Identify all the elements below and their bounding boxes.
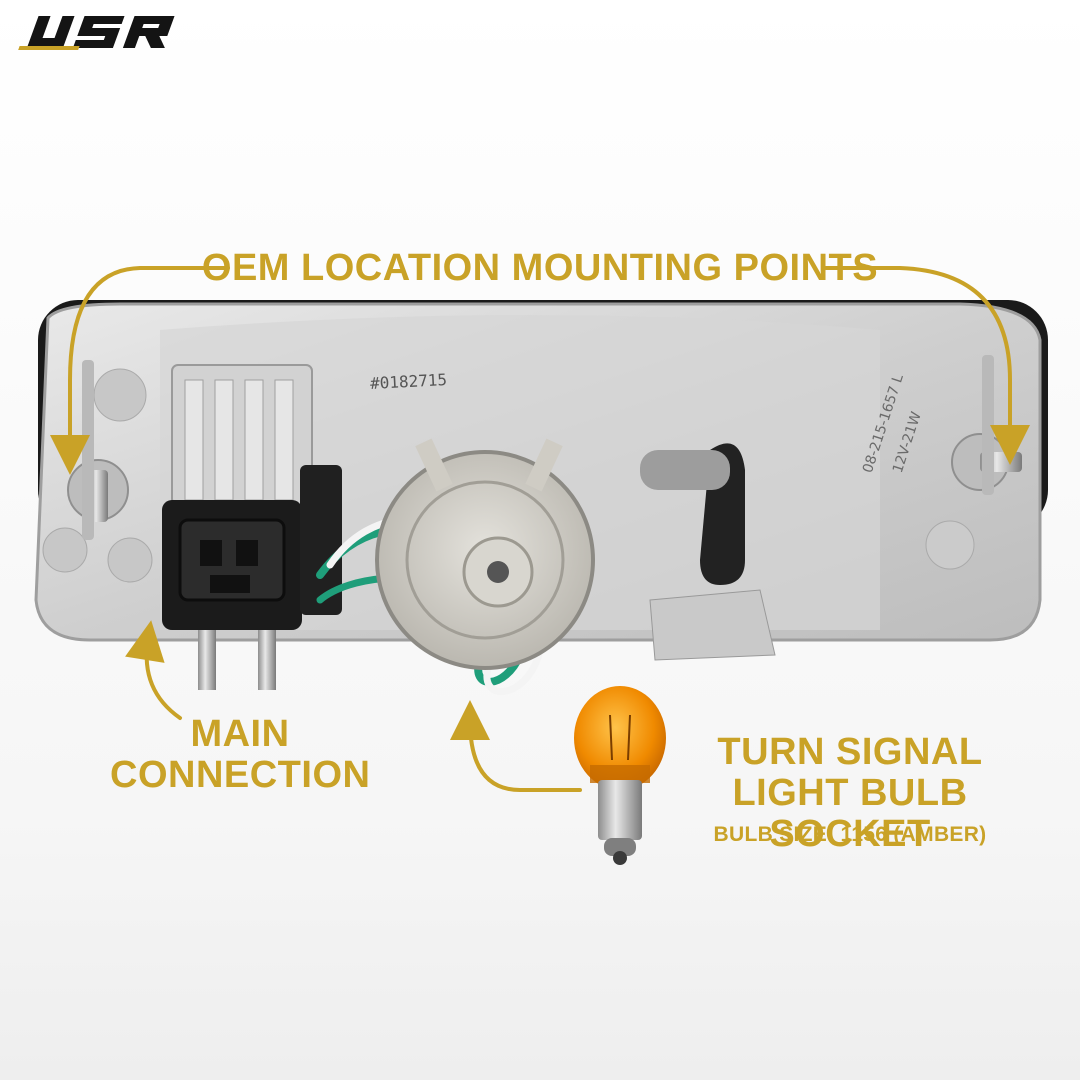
bulb-socket <box>375 438 595 670</box>
part-sticker: #0182715 <box>369 369 448 394</box>
main-connection-line-2: CONNECTION <box>110 754 371 797</box>
usr-logo-mark <box>18 16 175 50</box>
socket-title-label: TURN SIGNAL LIGHT BULB SOCKET <box>660 731 1040 856</box>
arrow-socket <box>450 700 582 792</box>
callout-arrows <box>50 266 1030 792</box>
mounting-points-label: OEM LOCATION MOUNTING POINTS <box>201 247 879 289</box>
arrow-left-stud <box>50 266 230 475</box>
left-mounting-stud <box>67 459 129 522</box>
socket-title-line-2: LIGHT BULB SOCKET <box>732 772 968 856</box>
mount-bracket <box>649 589 776 661</box>
socket-title-line-1: TURN SIGNAL <box>717 731 983 773</box>
bulb-size-label: BULB SIZE: 1156 (AMBER) <box>713 823 987 846</box>
amber-bulb <box>574 686 666 865</box>
main-connection-line-1: MAIN <box>190 713 290 755</box>
arrow-right-stud <box>824 266 1030 465</box>
heat-sink <box>171 364 313 506</box>
usr-logo <box>18 12 188 57</box>
main-connection-label: MAIN CONNECTION <box>110 713 371 797</box>
main-connector <box>162 465 342 690</box>
arrow-main-connection <box>125 620 182 720</box>
vent-tube <box>640 443 745 585</box>
